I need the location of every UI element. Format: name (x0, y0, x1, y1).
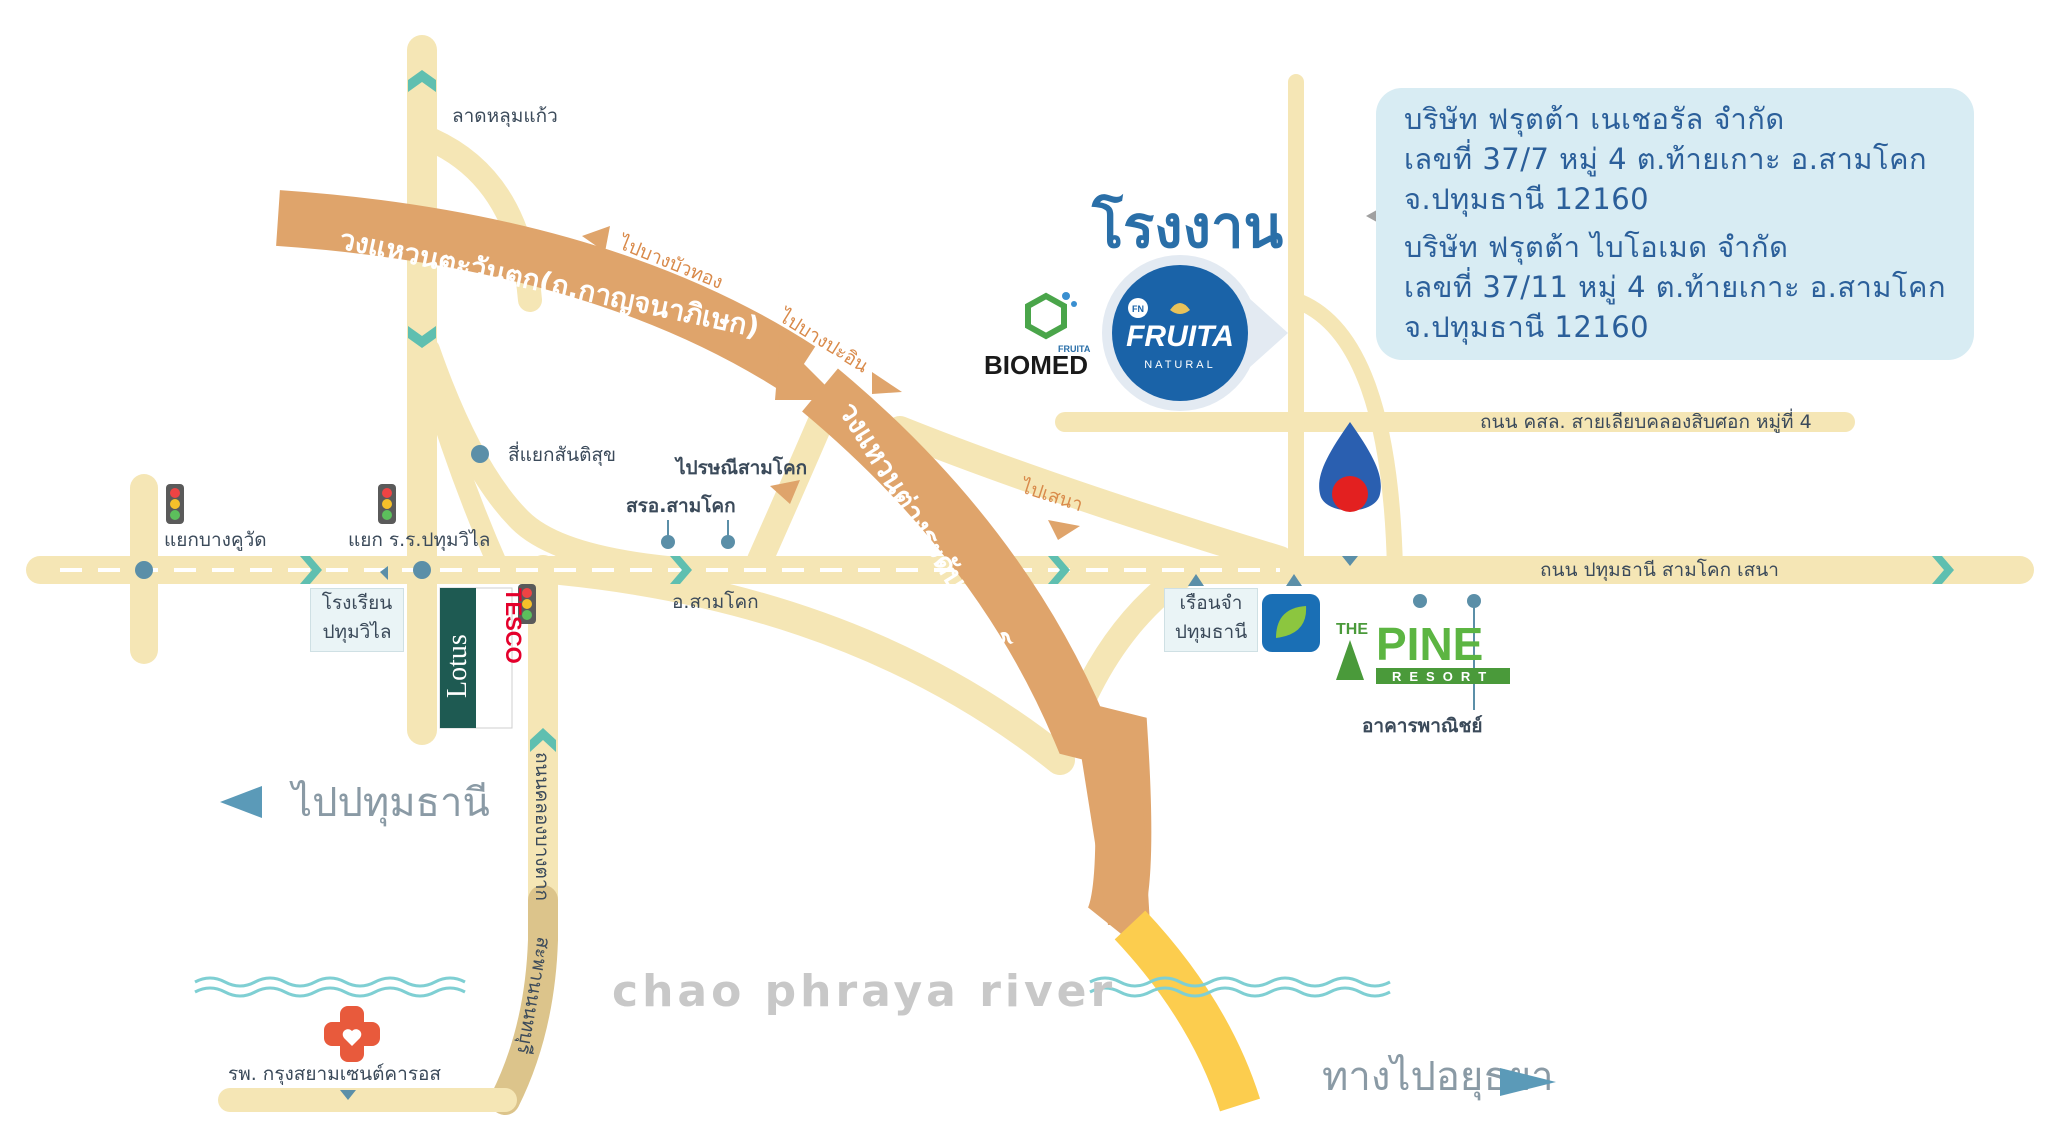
pathumwilai-junction-label: แยก ร.ร.ปทุมวิไล (348, 529, 490, 552)
factory-title: โรงงาน (1092, 193, 1284, 261)
river-waves (194, 976, 1391, 998)
commercial-building-label: อาคารพาณิชย์ (1362, 715, 1483, 737)
svg-text:THE: THE (1336, 621, 1368, 638)
river-label: chao phraya river (612, 966, 1116, 1017)
tesco-lotus-logo: Lotus TESCO (439, 587, 526, 729)
pine-resort-logo: THE PINE RESORT (1336, 618, 1510, 684)
road-markers (135, 445, 1481, 608)
company1-address: เลขที่ 37/7 หมู่ 4 ต.ท้ายเกาะ อ.สามโคก (1404, 142, 1928, 176)
svg-text:PINE: PINE (1376, 618, 1483, 670)
school-tag: โรงเรียน ปทุมวิไล (310, 588, 404, 652)
ptt-station-icon (1319, 422, 1381, 512)
factory-location-pin: FRUITA NATURAL FN (1102, 255, 1288, 411)
arrow-bang-bua-thong-icon (582, 226, 610, 252)
arrow-sena-icon (1048, 520, 1080, 540)
arrow-bang-pa-in-icon (872, 372, 902, 394)
tesco-text: TESCO (501, 588, 526, 664)
tesco-lotus-text: Lotus (442, 634, 473, 698)
svg-text:NATURAL: NATURAL (1144, 359, 1216, 371)
address-box: บริษัท ฟรุตต้า เนเชอรัล จำกัด เลขที่ 37/… (1376, 88, 1974, 360)
main-road-label: ถนน ปทุมธานี สามโคก เสนา (1540, 558, 1779, 582)
traffic-light-icon (378, 484, 396, 524)
hospital-label: รพ. กรุงสยามเซนต์คารอส (228, 1063, 441, 1086)
to-pathum-thani-label: ไปปทุมธานี (289, 780, 490, 827)
arrow-left-icon (220, 786, 262, 818)
lat-lum-kaeo-label: ลาดหลุมแก้ว (452, 105, 558, 128)
fruita-brand-text: FRUITA (1126, 320, 1234, 353)
biomed-brand-text: BIOMED (984, 350, 1088, 380)
prison-line1: เรือนจำ (1179, 592, 1243, 614)
svg-text:FN: FN (1132, 304, 1144, 314)
company2-address: เลขที่ 37/11 หมู่ 4 ต.ท้ายเกาะ อ.สามโคก (1404, 270, 1947, 304)
company2-province: จ.ปทุมธานี 12160 (1404, 310, 1650, 344)
road-to-ayutthaya (1114, 910, 1261, 1112)
biomed-logo: FRUITA BIOMED (984, 292, 1091, 380)
ring-road-south (1080, 748, 1150, 925)
side-road-upper-label: ถนนคลองบางตาก (531, 752, 553, 901)
traffic-light-icon (166, 484, 184, 524)
company2-name: บริษัท ฟรุตต้า ไบโอเมด จำกัด (1404, 230, 1789, 264)
canal-road-label: ถนน คสล. สายเลียบคลองสิบศอก หมู่ที่ 4 (1480, 408, 1812, 433)
svg-text:RESORT: RESORT (1392, 669, 1494, 684)
school-line2: ปทุมวิไล (322, 621, 392, 643)
police-station-label: สรอ.สามโคก (626, 494, 736, 517)
school-line1: โรงเรียน (321, 592, 393, 614)
ring-road-west (276, 190, 816, 394)
sam-khok-district-label: อ.สามโคก (672, 590, 759, 613)
company1-province: จ.ปทุมธานี 12160 (1404, 182, 1650, 216)
company1-name: บริษัท ฟรุตต้า เนเชอรัล จำกัด (1404, 102, 1785, 136)
ring-road-west-arrowhead (775, 340, 840, 400)
traffic-light-icon (518, 584, 536, 624)
post-office-label: ไปรษณีสามโคก (674, 456, 807, 479)
bang-khu-wat-label: แยกบางคูวัด (164, 529, 267, 551)
prison-tag: เรือนจำ ปทุมธานี (1164, 588, 1258, 652)
arrow-right-icon (1500, 1068, 1556, 1096)
prison-line2: ปทุมธานี (1174, 621, 1248, 643)
hospital-icon (324, 1006, 380, 1062)
bangchak-station-icon (1262, 594, 1320, 652)
santisuk-junction-label: สี่แยกสันติสุข (508, 441, 616, 467)
arrow-post-office-icon (770, 480, 800, 504)
road-chevrons (300, 70, 1954, 752)
svg-text:FRUITA: FRUITA (1058, 344, 1091, 354)
